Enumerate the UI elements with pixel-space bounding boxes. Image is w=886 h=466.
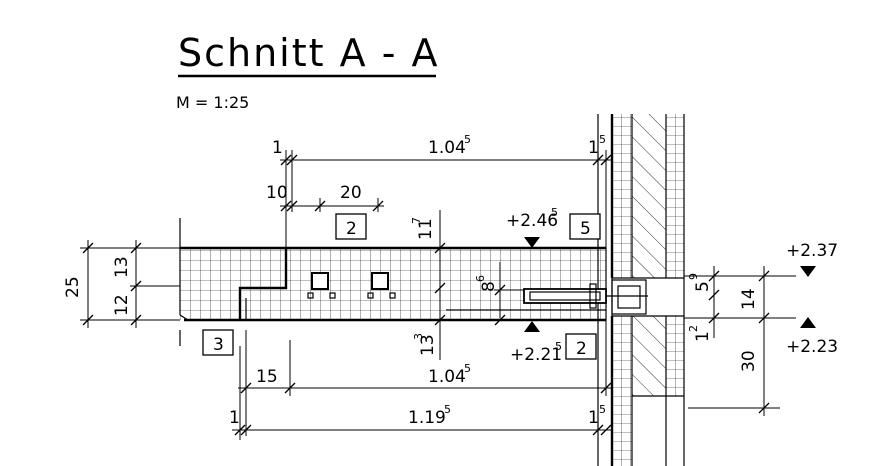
level-marker-bottom (524, 321, 540, 332)
wall-section (597, 114, 685, 466)
dim-bottom-1045: 1.04 (428, 367, 466, 387)
dim-20: 20 (340, 183, 362, 203)
tag-2-top: 2 (346, 219, 357, 239)
dim-top-1045-sup: 5 (464, 133, 471, 146)
drawing-title: Schnitt A - A (178, 31, 439, 75)
dim-top-right-1-sup: 5 (599, 133, 606, 146)
dim-11: 11 (416, 218, 436, 240)
dim-top-1045: 1.04 (428, 138, 466, 158)
tag-box-3 (202, 329, 234, 356)
dim-right-30: 30 (739, 350, 759, 372)
dim-right-1-sup: 2 (687, 325, 700, 332)
dim-right-5: 5 (693, 281, 713, 292)
dim-right-14: 14 (739, 288, 759, 310)
dim-8-sup: 6 (474, 275, 487, 282)
dim-11-sup: 7 (410, 217, 423, 224)
level-bottom-slab-sup: 5 (555, 340, 562, 353)
dim-right-1: 1 (693, 331, 713, 342)
tag-box-5 (569, 213, 601, 240)
dim-bottom-1195: 1.19 (408, 408, 446, 428)
dim-15: 15 (256, 367, 278, 387)
level-right-bottom: +2.23 (786, 337, 838, 357)
dim-8: 8 (479, 281, 499, 292)
tag-box-2-bottom (565, 333, 597, 360)
dim-bottom-right-1-sup: 5 (599, 403, 606, 416)
level-bottom-slab: +2.21 (510, 345, 562, 365)
slab-section (179, 218, 648, 346)
dim-bottom-1045-sup: 5 (464, 362, 471, 375)
drawing-scale: M = 1:25 (176, 93, 249, 112)
tag-5: 5 (580, 219, 591, 239)
dimension-lines (80, 150, 796, 440)
dim-top-left-1: 1 (272, 138, 283, 158)
level-marker-top (524, 237, 540, 248)
level-right-top: +2.37 (786, 241, 838, 261)
level-marker-right-top (800, 266, 816, 277)
dim-13-sup: 3 (412, 333, 425, 340)
dim-13: 13 (418, 334, 438, 356)
dim-left-12: 12 (112, 294, 132, 316)
dim-left-13: 13 (112, 256, 132, 278)
level-marker-right-bottom (800, 317, 816, 328)
tag-box-2-top (335, 213, 367, 240)
dim-top-right-1: 1 (588, 138, 599, 158)
dim-bottom-1195-sup: 5 (444, 403, 451, 416)
level-top-slab-sup: 5 (551, 206, 558, 219)
dim-right-5-sup: 9 (687, 273, 700, 280)
tag-2-bottom: 2 (576, 339, 587, 359)
dim-bottom-right-1: 1 (588, 408, 599, 428)
tag-3: 3 (213, 335, 224, 355)
dim-bottom-left-1: 1 (229, 408, 240, 428)
dim-10: 10 (266, 183, 288, 203)
dim-left-25: 25 (63, 276, 83, 298)
level-top-slab: +2.46 (506, 211, 558, 231)
